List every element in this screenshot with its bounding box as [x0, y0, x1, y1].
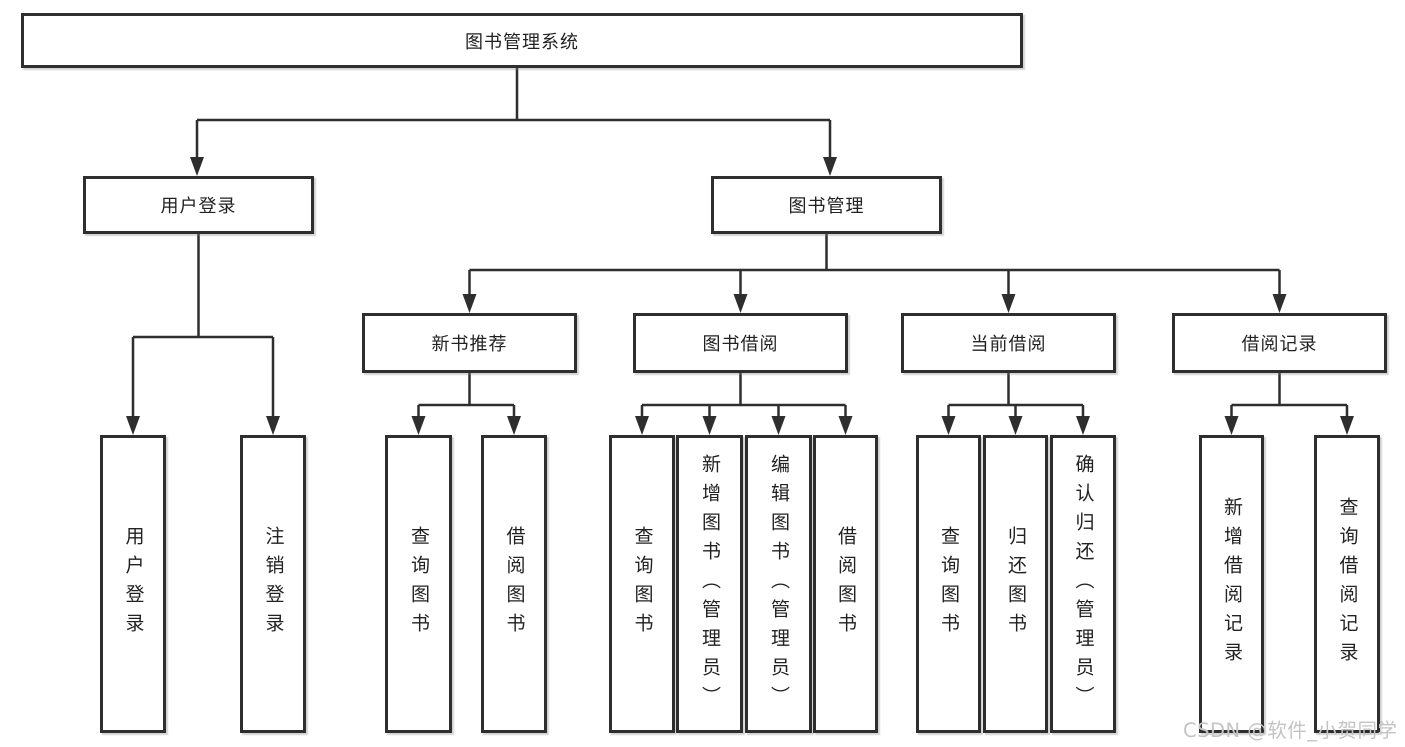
- leaf-query-books-current: 查询图书: [916, 435, 981, 733]
- node-label: 查询图书: [937, 526, 960, 642]
- leaf-return-books: 归还图书: [983, 435, 1048, 733]
- node-label: 借阅图书: [834, 526, 857, 642]
- node-current-borrowing: 当前借阅: [901, 313, 1116, 373]
- arrowhead: [266, 416, 280, 435]
- leaf-query-borrow-record: 查询借阅记录: [1314, 435, 1380, 733]
- node-label: 新书推荐: [431, 334, 508, 355]
- node-label: 编辑图书（管理员）: [767, 453, 790, 715]
- node-label: 新增图书（管理员）: [698, 453, 721, 715]
- node-label: 查询图书: [407, 526, 430, 642]
- connector-current-borrowing: [941, 373, 1090, 435]
- leaf-edit-book-admin: 编辑图书（管理员）: [745, 435, 812, 733]
- node-label: 查询图书: [631, 526, 654, 642]
- watermark-csdn: CSDN @软件_小贺同学: [1183, 719, 1398, 742]
- node-new-book-recommendation: 新书推荐: [362, 313, 577, 373]
- node-label: 图书管理: [788, 196, 865, 217]
- arrowhead: [702, 416, 717, 435]
- leaf-confirm-return-admin: 确认归还（管理员）: [1050, 435, 1116, 733]
- arrowhead: [411, 416, 426, 435]
- leaf-logout: 注销登录: [240, 435, 306, 733]
- arrowhead: [635, 416, 649, 435]
- node-label: 图书借阅: [702, 334, 779, 355]
- connector-new-book-recommendation: [411, 373, 521, 435]
- node-borrowing-records: 借阅记录: [1172, 313, 1387, 373]
- node-label: 确认归还（管理员）: [1072, 453, 1095, 715]
- connector-root-to-level2: [190, 68, 837, 176]
- connector-book-management: [462, 234, 1287, 313]
- node-label: 当前借阅: [970, 334, 1047, 355]
- leaf-query-books-recommend: 查询图书: [385, 435, 452, 733]
- node-library-management-system: 图书管理系统: [21, 13, 1023, 68]
- arrowhead: [1224, 416, 1239, 435]
- node-label: 借阅记录: [1241, 334, 1318, 355]
- leaf-query-books-borrowing: 查询图书: [609, 435, 675, 733]
- arrowhead: [823, 157, 837, 176]
- leaf-add-borrow-record: 新增借阅记录: [1199, 435, 1264, 733]
- arrowhead: [1001, 294, 1016, 313]
- node-label: 用户登录: [122, 526, 145, 642]
- leaf-borrow-books-recommend: 借阅图书: [481, 435, 547, 733]
- node-label: 用户登录: [160, 196, 237, 217]
- arrowhead: [1340, 416, 1354, 435]
- arrowhead: [771, 416, 786, 435]
- node-user-login: 用户登录: [83, 176, 314, 234]
- node-label: 归还图书: [1004, 526, 1027, 642]
- leaf-user-login: 用户登录: [100, 435, 166, 733]
- arrowhead: [838, 416, 853, 435]
- arrowhead: [1076, 416, 1090, 435]
- connector-user-login: [126, 234, 280, 435]
- connector-book-borrowing: [635, 373, 853, 435]
- arrowhead: [507, 416, 521, 435]
- connector-borrowing-records: [1224, 373, 1354, 435]
- node-label: 查询借阅记录: [1336, 497, 1359, 671]
- arrowhead: [126, 416, 140, 435]
- node-book-borrowing: 图书借阅: [633, 313, 848, 373]
- node-label: 新增借阅记录: [1220, 497, 1243, 671]
- node-label: 借阅图书: [503, 526, 526, 642]
- arrowhead: [190, 157, 204, 176]
- arrowhead: [1008, 416, 1023, 435]
- leaf-borrow-books-borrowing: 借阅图书: [813, 435, 878, 733]
- arrowhead: [941, 416, 956, 435]
- arrowhead: [1272, 294, 1287, 313]
- leaf-add-book-admin: 新增图书（管理员）: [676, 435, 743, 733]
- arrowhead: [462, 294, 477, 313]
- node-book-management: 图书管理: [711, 176, 942, 234]
- node-label: 注销登录: [262, 526, 285, 642]
- node-label: 图书管理系统: [465, 31, 579, 53]
- arrowhead: [733, 294, 748, 313]
